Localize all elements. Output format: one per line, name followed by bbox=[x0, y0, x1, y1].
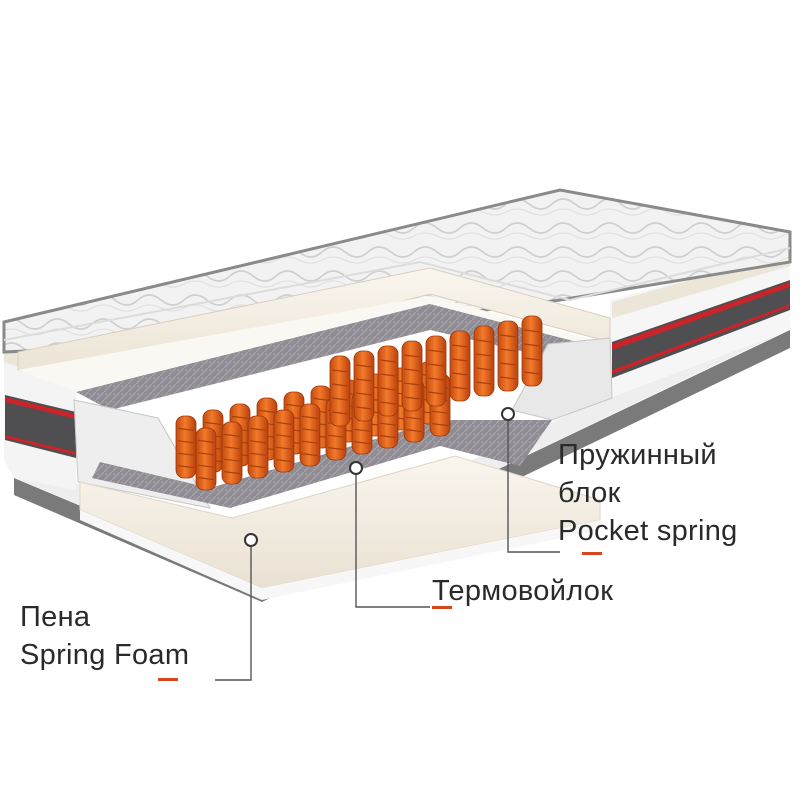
spring-callout-line bbox=[507, 414, 560, 553]
spring-block-line2: блок bbox=[558, 477, 621, 509]
spring-block-label: Пружинный блок Pocket spring bbox=[558, 436, 738, 550]
pocket-spring bbox=[473, 325, 495, 397]
foam-line2: Spring Foam bbox=[20, 639, 190, 671]
callout-dot-icon bbox=[501, 407, 515, 421]
callout-dot-icon bbox=[349, 461, 363, 475]
pocket-spring bbox=[273, 409, 295, 473]
spring-label-accent bbox=[582, 552, 602, 555]
foam-label: Пена Spring Foam bbox=[20, 598, 189, 674]
felt-layer-lower bbox=[92, 420, 552, 508]
pocket-spring bbox=[299, 403, 321, 467]
callout-lines bbox=[215, 414, 560, 681]
felt-callout-line bbox=[355, 468, 430, 608]
foam-line1: Пена bbox=[20, 601, 91, 633]
felt-label-accent bbox=[432, 606, 452, 609]
pocket-spring bbox=[521, 315, 543, 387]
pocket-spring bbox=[175, 415, 197, 479]
pocket-spring bbox=[329, 355, 351, 427]
felt-label: Термовойлок bbox=[432, 572, 613, 610]
callout-dot-icon bbox=[244, 533, 258, 547]
foam-layer-lower bbox=[79, 455, 601, 589]
pocket-spring bbox=[401, 340, 423, 412]
foam-callout-line bbox=[215, 540, 252, 681]
pocket-spring bbox=[449, 330, 471, 402]
spring-block-line1: Пружинный bbox=[558, 439, 717, 471]
pocket-spring bbox=[353, 350, 375, 422]
spring-block-line3: Pocket spring bbox=[558, 515, 738, 547]
pocket-spring bbox=[425, 335, 447, 407]
pocket-spring bbox=[195, 427, 217, 491]
pocket-spring bbox=[377, 345, 399, 417]
felt-line1: Термовойлок bbox=[432, 575, 614, 607]
pocket-spring bbox=[247, 415, 269, 479]
pocket-springs bbox=[175, 315, 543, 491]
callout-dots bbox=[244, 407, 515, 547]
pocket-spring bbox=[497, 320, 519, 392]
pocket-spring bbox=[221, 421, 243, 485]
foam-label-accent bbox=[158, 678, 178, 681]
